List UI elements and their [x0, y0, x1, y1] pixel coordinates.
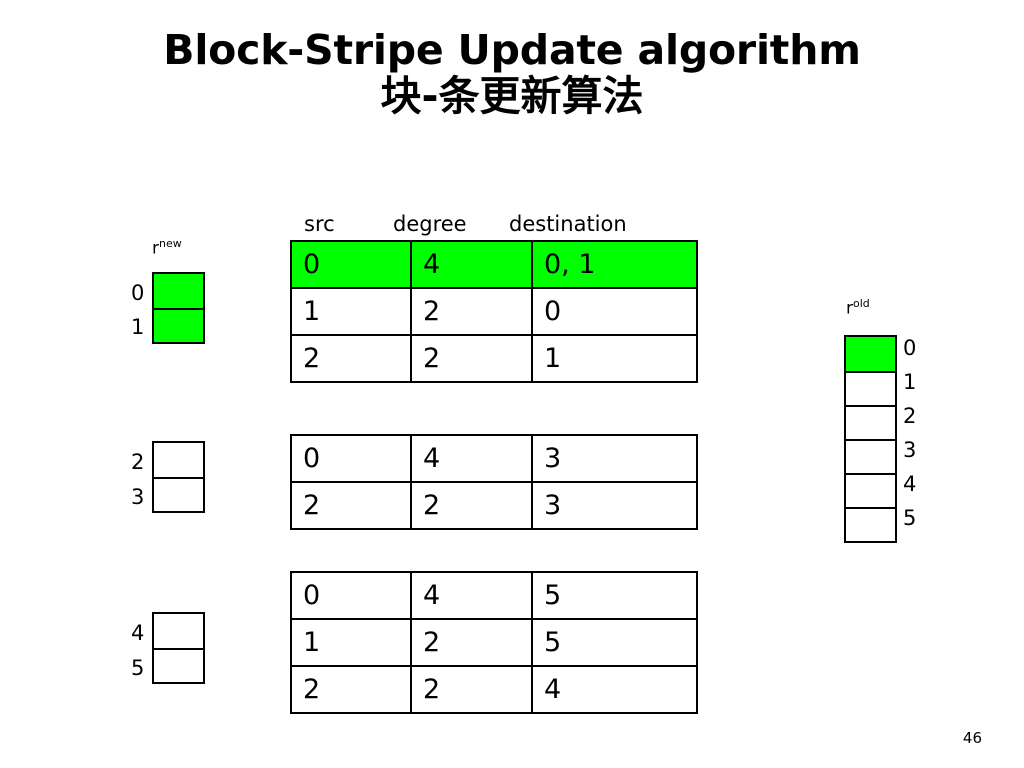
- cell-src: 0: [290, 240, 412, 289]
- rnew-cell-5[interactable]: [154, 648, 203, 682]
- cell-src: 2: [290, 481, 412, 530]
- rnew-block-2[interactable]: [152, 612, 205, 684]
- cell-degree: 4: [410, 434, 533, 483]
- table-row[interactable]: 2 2 3: [290, 481, 698, 530]
- rold-row-label-3: 3: [903, 438, 917, 462]
- rnew-label-superscript: new: [159, 237, 182, 250]
- rnew-label-base: r: [152, 238, 159, 259]
- rold-cell-0[interactable]: [846, 337, 895, 371]
- column-header-src: src: [304, 212, 335, 236]
- table-row[interactable]: 0 4 0, 1: [290, 240, 698, 289]
- rold-row-label-1: 1: [903, 370, 917, 394]
- cell-destination: 0, 1: [531, 240, 698, 289]
- rnew-cell-0[interactable]: [154, 274, 203, 308]
- rold-row-label-0: 0: [903, 336, 917, 360]
- cell-src: 1: [290, 287, 412, 336]
- table-row[interactable]: 2 2 4: [290, 665, 698, 714]
- rnew-row-label-0: 0: [131, 281, 145, 305]
- cell-src: 1: [290, 618, 412, 667]
- rnew-block-0[interactable]: [152, 272, 205, 344]
- cell-destination: 4: [531, 665, 698, 714]
- rold-label-base: r: [846, 298, 853, 319]
- rold-cell-4[interactable]: [846, 473, 895, 507]
- cell-degree: 4: [410, 240, 533, 289]
- table-row[interactable]: 1 2 5: [290, 618, 698, 667]
- rold-cell-1[interactable]: [846, 371, 895, 405]
- page-subtitle: 块-条更新算法: [380, 72, 644, 121]
- rold-label-superscript: old: [853, 297, 870, 310]
- cell-degree: 2: [410, 334, 533, 383]
- rold-cell-5[interactable]: [846, 507, 895, 541]
- cell-destination: 5: [531, 618, 698, 667]
- column-header-destination: destination: [509, 212, 627, 236]
- cell-destination: 3: [531, 481, 698, 530]
- rnew-cell-1[interactable]: [154, 308, 203, 342]
- page-number: 46: [962, 729, 982, 747]
- rnew-cell-2[interactable]: [154, 443, 203, 477]
- rnew-cell-4[interactable]: [154, 614, 203, 648]
- table-row[interactable]: 0 4 3: [290, 434, 698, 483]
- cell-src: 2: [290, 334, 412, 383]
- cell-degree: 2: [410, 618, 533, 667]
- rnew-row-label-1: 1: [131, 315, 145, 339]
- edge-table-stripe-1: 0 4 3 2 2 3: [290, 434, 698, 530]
- rnew-row-label-4: 4: [131, 621, 145, 645]
- rold-cell-3[interactable]: [846, 439, 895, 473]
- table-row[interactable]: 2 2 1: [290, 334, 698, 383]
- table-row[interactable]: 0 4 5: [290, 571, 698, 620]
- cell-src: 0: [290, 571, 412, 620]
- rold-cell-2[interactable]: [846, 405, 895, 439]
- cell-degree: 2: [410, 287, 533, 336]
- cell-destination: 0: [531, 287, 698, 336]
- cell-src: 2: [290, 665, 412, 714]
- rnew-row-label-5: 5: [131, 656, 145, 680]
- cell-degree: 2: [410, 481, 533, 530]
- column-header-degree: degree: [393, 212, 467, 236]
- title-block: Block-Stripe Update algorithm 块-条更新算法: [0, 28, 1024, 120]
- cell-destination: 1: [531, 334, 698, 383]
- rold-row-label-4: 4: [903, 472, 917, 496]
- rold-block[interactable]: [844, 335, 897, 543]
- cell-destination: 3: [531, 434, 698, 483]
- edge-table-stripe-0: 0 4 0, 1 1 2 0 2 2 1: [290, 240, 698, 383]
- table-row[interactable]: 1 2 0: [290, 287, 698, 336]
- cell-destination: 5: [531, 571, 698, 620]
- rnew-block-1[interactable]: [152, 441, 205, 513]
- cell-degree: 2: [410, 665, 533, 714]
- rnew-cell-3[interactable]: [154, 477, 203, 511]
- rnew-vector-label: rnew: [152, 238, 182, 258]
- rold-row-label-2: 2: [903, 404, 917, 428]
- rold-vector-label: rold: [846, 298, 870, 318]
- rnew-row-label-3: 3: [131, 485, 145, 509]
- cell-degree: 4: [410, 571, 533, 620]
- rold-row-label-5: 5: [903, 506, 917, 530]
- page-title: Block-Stripe Update algorithm: [163, 26, 861, 74]
- rnew-row-label-2: 2: [131, 450, 145, 474]
- cell-src: 0: [290, 434, 412, 483]
- edge-table-stripe-2: 0 4 5 1 2 5 2 2 4: [290, 571, 698, 714]
